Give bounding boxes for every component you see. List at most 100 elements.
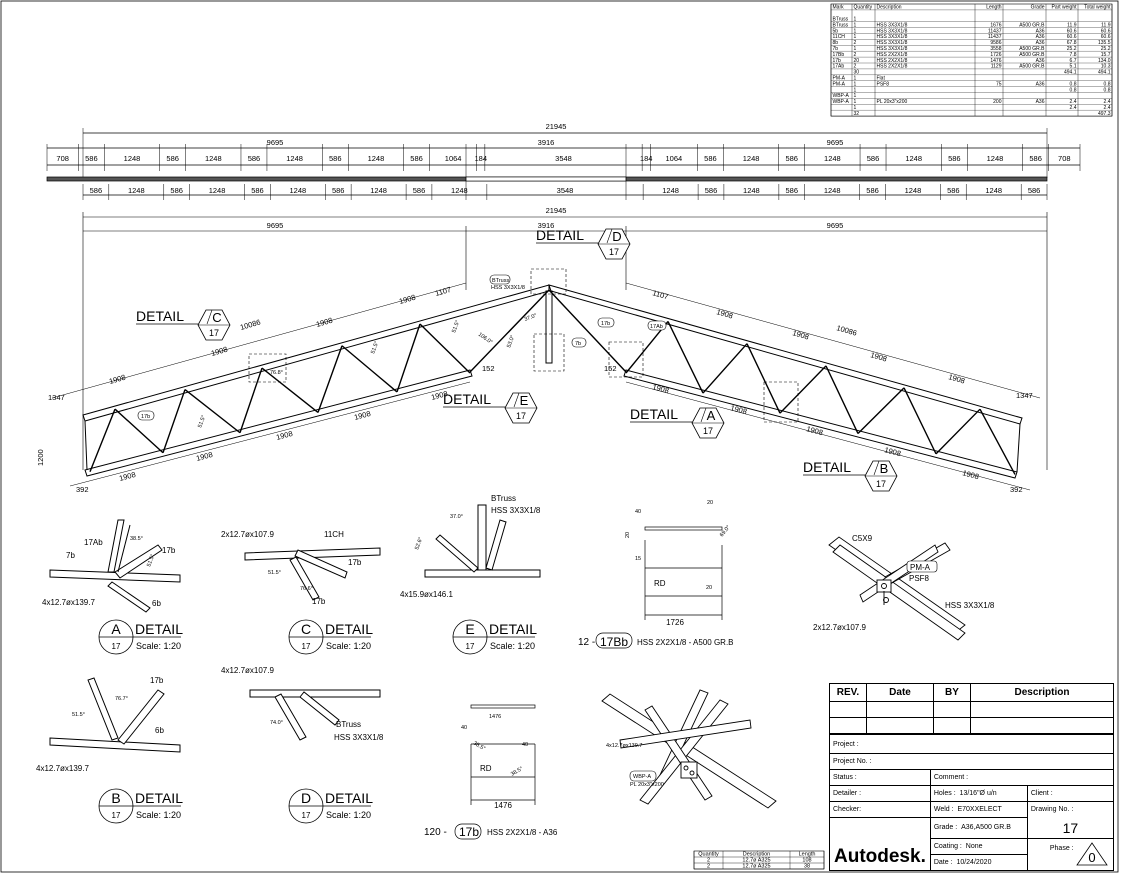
callout-sheet: 17 [516, 411, 526, 421]
end-height-label-right: 1347 [1016, 391, 1033, 400]
right-bottom-chord-dim: 1908 [961, 468, 979, 481]
detail-note: 52.6° [414, 537, 424, 551]
plan-top-dim: 586 [410, 154, 423, 163]
bom-cell: PSF8 [877, 81, 890, 87]
bom-cell: 10.3 [1101, 64, 1111, 70]
bom-cell: BTruss [833, 17, 849, 23]
detail-title-sheet: 17 [302, 642, 311, 651]
bom-cell: 1 [854, 28, 857, 34]
part-17b-qty: 120 - [424, 827, 447, 838]
bom-cell: 494.1 [1098, 70, 1111, 76]
bom-cell: 15.7 [1101, 52, 1111, 58]
plan-top-dim: 586 [166, 154, 179, 163]
callout-letter: A [707, 408, 716, 423]
right-top-chord-dim: 1908 [947, 372, 966, 385]
plan-top-dim: 586 [329, 154, 342, 163]
bom-cell: A36 [1036, 58, 1045, 64]
bom-cell: 25.2 [1101, 46, 1111, 52]
detail-note: 17b [348, 558, 362, 567]
web-member [89, 408, 116, 472]
detail-e-sketch [424, 504, 541, 578]
plan-top-dim: 708 [1058, 154, 1071, 163]
bom-cell: 11.9 [1067, 22, 1077, 28]
right-top-chord-dim: 1908 [869, 350, 888, 363]
plan-top-dim: 586 [948, 154, 961, 163]
bottom-chord-dim: 1908 [430, 389, 448, 402]
bom-cell: 32 [854, 111, 860, 117]
tag-17b: 17b [601, 321, 610, 327]
bom-cell: A500 GR.B [1019, 52, 1045, 58]
callout-word: DETAIL [803, 459, 851, 475]
iso-connection-top [828, 536, 966, 641]
callout-letter: C [212, 310, 221, 325]
part-17Bb-qty: 12 - [578, 637, 595, 648]
bom-cell: 8b [833, 40, 839, 46]
bom-cell: 11CH [833, 34, 846, 40]
bom-cell: 135.5 [1098, 40, 1111, 46]
elevation-center: 3916 [538, 221, 555, 230]
detail-note: 37.0° [450, 514, 463, 520]
project-no-label: Project No. : [829, 753, 1114, 770]
web-member [979, 408, 1016, 475]
detail-title-sheet: 17 [112, 642, 121, 651]
web-member [825, 365, 859, 434]
bom-cell: PL 20x3"x200 [877, 99, 908, 105]
chord-total-left: 10086 [239, 318, 262, 332]
web-member [341, 345, 398, 393]
date-label: Date : [933, 858, 953, 866]
plan-bottom-dim: 586 [251, 186, 264, 195]
plan-top-dim: 1064 [445, 154, 462, 163]
plan-bottom-dim: 586 [1028, 186, 1041, 195]
end-width-label: 392 [76, 485, 89, 494]
bom-cell: 0.8 [1104, 87, 1111, 93]
bom-frame [830, 3, 1113, 117]
bom-cell: 60.6 [1067, 28, 1077, 34]
iso-top-pm: PM-A [910, 563, 931, 572]
part-17b-dim: 40 [461, 725, 467, 731]
member-tags [137, 274, 667, 421]
right-bottom-chord-dim: 1908 [729, 403, 747, 416]
plan-bottom-dim: 586 [413, 186, 426, 195]
bolt-cell: 12.7ø A325 [742, 864, 770, 870]
bom-cell: BTruss [833, 22, 849, 28]
bom-cell: 1476 [990, 58, 1001, 64]
angle-label: 76.8° [270, 370, 283, 376]
bom-header: Quantity [854, 5, 873, 11]
plan-dimension-ticks [46, 144, 1081, 200]
half-dimension-left: 9695 [267, 138, 284, 147]
tag-17Ab: 17Ab [650, 324, 663, 330]
plan-top-dim: 1248 [743, 154, 760, 163]
callout-hexagon [597, 228, 631, 260]
part-17Bb-dim: 20 [707, 500, 713, 506]
bom-cell: 2.4 [1104, 105, 1111, 111]
detail-note: 51.5° [72, 712, 85, 718]
plan-bottom-dim: 586 [90, 186, 103, 195]
end-width-label-right: 392 [1010, 485, 1023, 494]
plan-bottom-dim: 586 [170, 186, 183, 195]
bom-cell: 75 [996, 81, 1002, 87]
detail-note: 17b [162, 546, 176, 555]
detail-note: 4x15.9øx146.1 [400, 590, 453, 599]
callout-letter: D [612, 229, 621, 244]
overall-dimension: 21945 [546, 122, 567, 131]
coating-label: Coating : [933, 842, 962, 850]
web-member [469, 289, 550, 373]
web-member [114, 408, 164, 454]
iso-connection-bottom [601, 689, 777, 809]
part-17b-angle: 38.5° [510, 766, 524, 778]
callout-hexagon [197, 309, 231, 341]
callout-hexagon [691, 407, 725, 439]
bom-cell: A500 GR.B [1019, 22, 1045, 28]
chord-total-right: 10086 [835, 323, 858, 337]
rev-cell [866, 701, 934, 718]
plan-bottom-dim: 1248 [451, 186, 468, 195]
angle-label: 51.5° [197, 415, 207, 429]
bom-cell: 0.8 [1104, 81, 1111, 87]
plan-bottom-dim: 1248 [209, 186, 226, 195]
rev-cell [933, 701, 971, 718]
part-17Bb-desc: HSS 2X2X1/8 - A500 GR.B [637, 638, 734, 647]
drawing-no-label: Drawing No. : [1026, 801, 1115, 818]
web-member [702, 343, 748, 394]
